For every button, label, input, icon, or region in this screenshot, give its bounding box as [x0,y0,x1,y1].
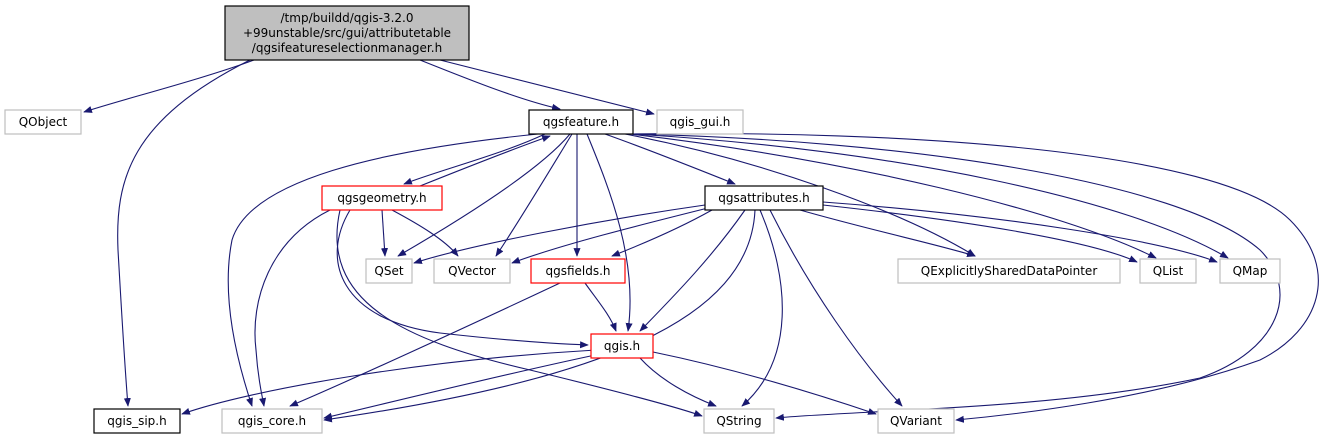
edge-root-to-qgsfeature [419,59,561,111]
node-box [1139,258,1197,284]
node-box [321,185,443,211]
edge-qgis-to-qstring [639,357,717,407]
node-qobject: QObject [4,109,82,135]
node-label: QMap [1233,264,1268,278]
edges [83,59,1319,423]
node-qgis_sip[interactable]: qgis_sip.h [93,408,181,434]
node-qvariant: QVariant [877,408,955,434]
node-label: qgis_gui.h [670,115,731,129]
node-box [1219,258,1281,284]
edge-qgsfeature-to-qset [397,133,571,257]
node-label: qgis.h [604,339,640,353]
edge-qgsattributes-to-qgsfields [611,209,713,257]
node-qlist: QList [1139,258,1197,284]
node-box [4,109,82,135]
nodes: /tmp/buildd/qgis-3.2.0+99unstable/src/gu… [4,5,1281,434]
node-label: qgsgeometry.h [337,191,426,205]
node-label: QExplicitlySharedDataPointer [921,264,1098,278]
node-qgsgeometry[interactable]: qgsgeometry.h [321,185,443,211]
node-box [590,333,654,359]
edge-qgsfeature-to-qgsattributes [604,133,736,185]
node-label: QVector [448,264,496,278]
edge-qgsattributes-to-qgis [639,209,746,332]
node-label: qgis_sip.h [107,414,166,428]
edge-qgsattributes-to-qvector [511,207,709,264]
node-label: QSet [374,264,403,278]
node-qstring: QString [703,408,775,434]
edge-qgsattributes-to-qvariant [769,209,903,407]
node-qgis[interactable]: qgis.h [590,333,654,359]
node-qgsfields[interactable]: qgsfields.h [530,258,626,284]
node-label: +99unstable/src/gui/attributetable [243,26,451,40]
edge-qgsgeometry-to-qset [380,209,388,257]
edge-qgsattributes-to-qgis_core [323,209,756,423]
node-label: qgsattributes.h [718,191,810,205]
node-box [704,185,824,211]
edge-qgsfeature-to-qmap [632,133,1229,259]
node-qexplicitly: QExplicitlySharedDataPointer [897,258,1121,284]
edge-qgsgeometry-to-qgsfeature [419,135,551,187]
edge-qgsfeature-to-qgis [586,133,633,332]
node-label: QList [1153,264,1184,278]
edge-qgsfeature-to-qvariant [632,132,1319,423]
edge-root-to-qgis_gui [439,59,655,116]
node-qgis_core: qgis_core.h [221,408,323,434]
node-qgis_gui: qgis_gui.h [656,109,744,135]
edge-qgsfeature-to-qgsgeometry [403,133,546,185]
edge-qgsgeometry-to-qvector [391,209,459,257]
node-qmap: QMap [1219,258,1281,284]
node-box [93,408,181,434]
node-box [530,258,626,284]
node-label: /tmp/buildd/qgis-3.2.0 [281,11,414,25]
edge-qgis-to-qvariant [652,351,877,415]
node-qgsattributes[interactable]: qgsattributes.h [704,185,824,211]
node-box [528,109,634,135]
node-label: qgsfields.h [545,264,610,278]
edge-qgsattributes-to-qmap [822,201,1218,263]
edge-qgsattributes-to-qstring [741,209,783,407]
node-qset: QSet [365,258,413,284]
node-box [365,258,413,284]
node-qvector: QVector [433,258,511,284]
node-label: QObject [19,115,68,129]
node-box [224,5,470,61]
edge-qgsattributes-to-qlist [822,204,1138,263]
node-box [656,109,744,135]
node-label: QVariant [890,414,942,428]
node-box [897,258,1121,284]
node-box [877,408,955,434]
edge-qgsattributes-to-qexplicitly [799,209,976,257]
edge-qgsfeature-to-qlist [629,133,1157,259]
node-box [221,408,323,434]
edge-qgis-to-qgis_core [323,353,601,420]
edge-root-to-qgis_sip [117,59,251,407]
node-label: qgis_core.h [238,414,306,428]
node-box [433,258,511,284]
node-root: /tmp/buildd/qgis-3.2.0+99unstable/src/gu… [224,5,470,61]
node-label: QString [716,414,761,428]
edge-qgsfeature-to-qstring [632,133,1281,421]
edge-qgsgeometry-to-qgis [336,209,589,349]
edge-qgsfeature-to-qvector [495,133,573,257]
edge-root-to-qobject [83,59,255,113]
node-box [703,408,775,434]
edge-qgsgeometry-to-qstring [336,209,703,417]
edge-qgsfields-to-qgis_core [289,282,561,407]
node-label: qgsfeature.h [543,115,619,129]
edge-qgsattributes-to-qset [413,204,706,264]
edge-qgsfeature-to-qgis_core [227,133,539,407]
node-qgsfeature[interactable]: qgsfeature.h [528,109,634,135]
edge-qgis-to-qgis_sip [181,349,597,415]
node-label: /qgsifeatureselectionmanager.h [252,41,442,55]
edge-qgsfields-to-qgis [584,282,617,332]
edge-qgsgeometry-to-qgis_core [254,209,331,407]
